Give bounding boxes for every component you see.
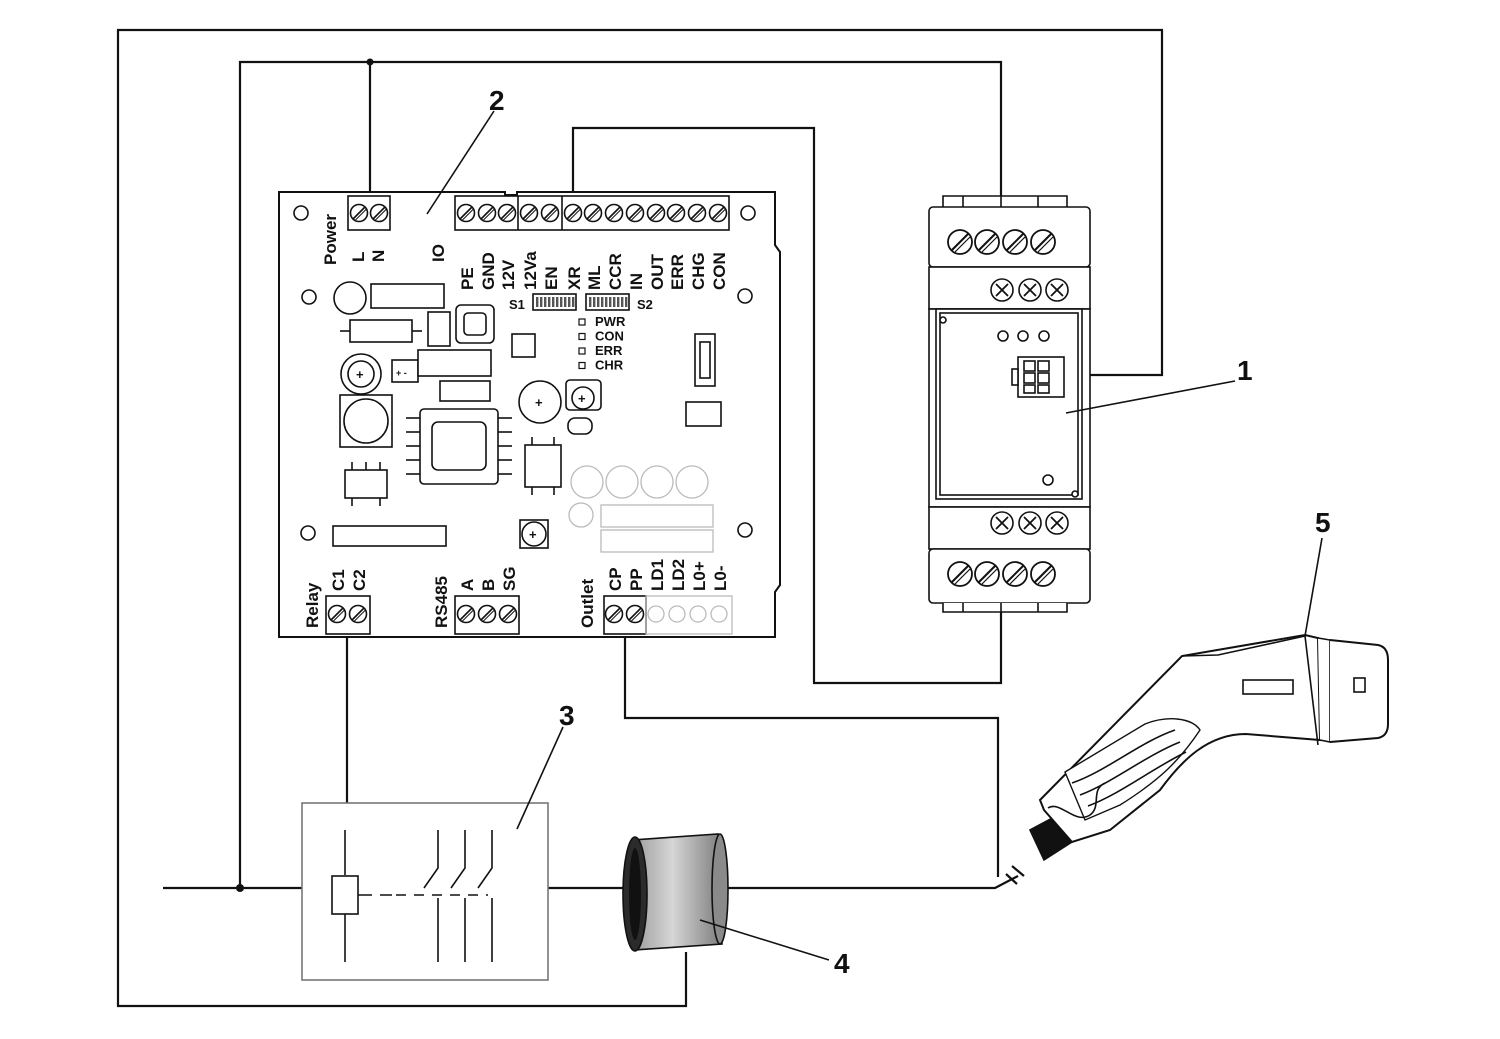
relay-terminal-c1: C1 — [329, 569, 348, 591]
callout-5: 5 — [1315, 507, 1331, 538]
svg-text:+: + — [529, 527, 537, 542]
outlet-terminal-label: LD1 — [648, 559, 667, 591]
svg-text:+: + — [578, 391, 586, 406]
outlet-terminal-label: L0+ — [690, 561, 709, 591]
io-group-label: IO — [429, 244, 448, 262]
svg-text:+: + — [356, 367, 364, 382]
callout-leaders — [426, 110, 1323, 961]
outlet-terminal-label: L0- — [711, 566, 730, 592]
rs485-terminal-b: B — [479, 579, 498, 591]
switch-s1-label: S1 — [509, 297, 525, 312]
relay-group-label: Relay — [303, 582, 322, 628]
relay-terminal-c2: C2 — [350, 569, 369, 591]
io-terminal-label: CCR — [606, 253, 625, 290]
led-label: PWR — [595, 314, 626, 329]
led-label: ERR — [595, 343, 623, 358]
charging-plug — [1005, 633, 1389, 885]
callout-2: 2 — [489, 85, 505, 116]
io-terminal-label: GND — [479, 252, 498, 290]
wiring — [116, 28, 1164, 1008]
din-rail-module — [928, 195, 1091, 613]
io-terminal-label: IN — [627, 273, 646, 290]
outlet-terminal-label: LD2 — [669, 559, 688, 591]
led-label: CHR — [595, 358, 624, 373]
led-indicator — [578, 347, 586, 355]
io-terminal-label: XR — [565, 266, 584, 290]
callout-1: 1 — [1237, 355, 1253, 386]
switch-s2-label: S2 — [637, 297, 653, 312]
dip-switch — [536, 297, 575, 307]
svg-text:+ -: + - — [396, 368, 407, 378]
power-group-label: Power — [321, 214, 340, 265]
rs485-terminal-sg: SG — [500, 566, 519, 591]
io-terminal-label: ERR — [668, 254, 687, 290]
led-indicator — [578, 361, 586, 370]
board-components: + + - + + — [332, 281, 722, 553]
rs485-group-label: RS485 — [432, 576, 451, 628]
led-label: CON — [595, 329, 624, 344]
current-sensor-ring — [622, 833, 729, 952]
outlet-terminal-label: CP — [606, 567, 625, 591]
power-terminal-l: L — [349, 252, 368, 262]
io-terminal-label: CON — [710, 252, 729, 290]
dip-switch — [589, 297, 628, 307]
io-terminal-label: OUT — [648, 254, 667, 291]
io-terminal-label: 12Va — [521, 251, 540, 290]
contactor — [301, 802, 549, 981]
io-terminal-label: EN — [542, 266, 561, 290]
io-terminal-label: PE — [458, 267, 477, 290]
io-terminal-label: ML — [585, 265, 604, 290]
callout-4: 4 — [834, 948, 850, 979]
outlet-group-label: Outlet — [578, 579, 597, 628]
outlet-terminal-label: PP — [627, 568, 646, 591]
io-terminal-label: CHG — [689, 252, 708, 290]
power-terminal-n: N — [369, 250, 388, 262]
callout-3: 3 — [559, 700, 575, 731]
io-terminal-label: 12V — [499, 259, 518, 290]
led-indicator — [578, 318, 586, 326]
rs485-terminal-a: A — [458, 579, 477, 591]
svg-text:+: + — [535, 395, 543, 410]
led-indicator — [578, 332, 586, 341]
